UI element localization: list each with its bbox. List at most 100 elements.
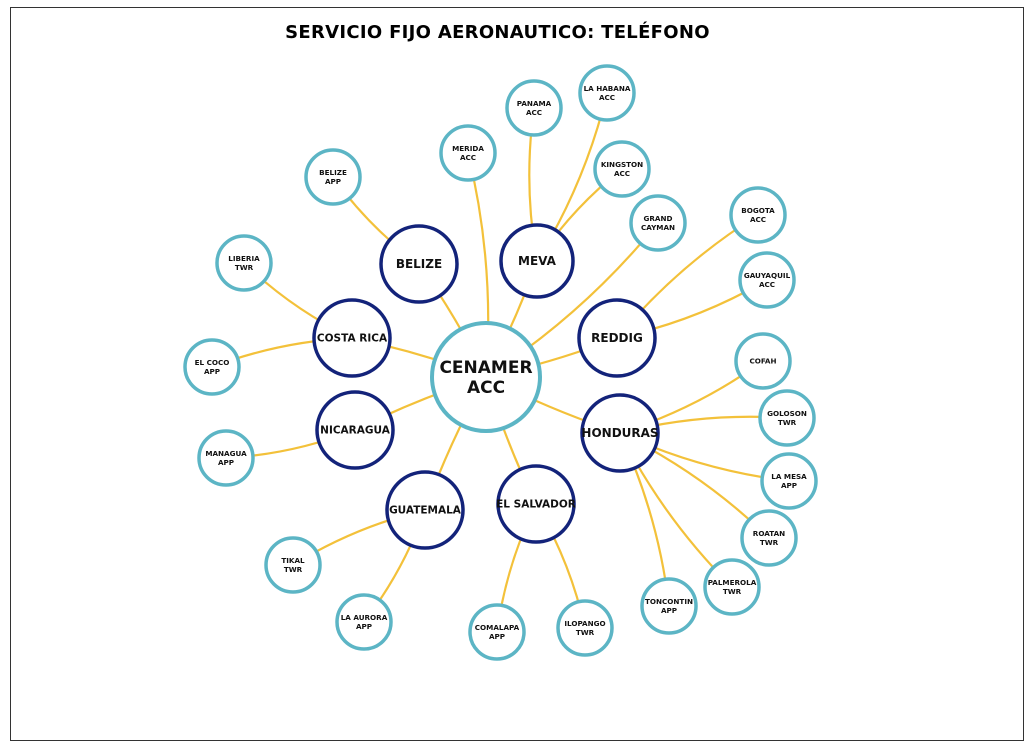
node-cofah-circle	[734, 332, 792, 390]
node-el-coco-app-label: APP	[204, 367, 220, 376]
node-el-salvador-label: EL SALVADOR	[496, 499, 576, 511]
node-grand-cayman-label: GRAND	[644, 214, 673, 223]
node-bogota-acc-label: ACC	[750, 215, 766, 224]
node-meva: MEVA	[499, 223, 575, 299]
node-nicaragua: NICARAGUA	[315, 390, 395, 470]
node-belize: BELIZE	[379, 224, 459, 304]
node-goloson-twr-label: GOLOSON	[767, 409, 807, 418]
node-cenamer-circle	[430, 321, 542, 433]
node-la-mesa-app-label: APP	[781, 481, 797, 490]
node-merida-acc-label: ACC	[460, 153, 476, 162]
node-comalapa-app-label: COMALAPA	[475, 623, 520, 632]
node-liberia-twr-circle	[215, 234, 273, 292]
node-tikal-twr-label: TIKAL	[281, 556, 305, 565]
node-cofah-label: COFAH	[749, 357, 776, 366]
node-meva-label: MEVA	[518, 254, 557, 268]
node-gauyaquil-acc-label: ACC	[759, 280, 775, 289]
node-toncontin-app-label: TONCONTIN	[645, 597, 693, 606]
node-ilopango-twr-label: TWR	[576, 628, 595, 637]
node-toncontin-app-circle	[640, 577, 698, 635]
node-goloson-twr-circle	[758, 389, 816, 447]
node-liberia-twr-label: LIBERIA	[228, 254, 260, 263]
node-belize-circle	[379, 224, 459, 304]
node-bogota-acc-label: BOGOTA	[741, 206, 775, 215]
node-toncontin-app-label: APP	[661, 606, 677, 615]
node-costa-rica: COSTA RICA	[312, 298, 392, 378]
node-roatan-twr-label: TWR	[760, 538, 779, 547]
node-honduras-label: HONDURAS	[581, 426, 658, 440]
node-managua-app-circle	[197, 429, 255, 487]
node-honduras-circle	[580, 393, 660, 473]
node-guatemala-circle	[385, 470, 465, 550]
node-ilopango-twr-label: ILOPANGO	[564, 619, 605, 628]
node-la-mesa-app-circle	[760, 452, 818, 510]
node-nicaragua-label: NICARAGUA	[320, 425, 391, 437]
node-cenamer-label: CENAMER	[439, 358, 532, 378]
node-cenamer-label: ACC	[467, 378, 505, 398]
node-la-habana-acc-circle	[578, 64, 636, 122]
node-la-aurora-app-circle	[335, 593, 393, 651]
node-belize-label: BELIZE	[396, 257, 442, 271]
node-el-salvador: EL SALVADOR	[496, 464, 576, 544]
node-la-habana-acc-label: ACC	[599, 93, 615, 102]
node-palmerola-twr-circle	[703, 558, 761, 616]
node-ilopango-twr-circle	[556, 599, 614, 657]
node-grand-cayman-circle	[629, 194, 687, 252]
node-el-salvador-circle	[496, 464, 576, 544]
node-managua-app-label: APP	[218, 458, 234, 467]
node-el-coco-app-label: EL COCO	[195, 358, 230, 367]
node-palmerola-twr-label: PALMEROLA	[708, 578, 757, 587]
node-la-mesa-app-label: LA MESA	[771, 472, 807, 481]
node-meva-circle	[499, 223, 575, 299]
page-title: SERVICIO FIJO AERONAUTICO: TELÉFONO	[285, 22, 710, 43]
node-kingston-acc-label: KINGSTON	[601, 160, 643, 169]
node-la-aurora-app-label: LA AURORA	[341, 613, 388, 622]
node-reddig-label: REDDIG	[591, 331, 643, 345]
node-kingston-acc-label: ACC	[614, 169, 630, 178]
node-costa-rica-circle	[312, 298, 392, 378]
node-liberia-twr-label: TWR	[235, 263, 254, 272]
node-kingston-acc-circle	[593, 140, 651, 198]
node-la-aurora-app-label: APP	[356, 622, 372, 631]
node-roatan-twr-circle	[740, 509, 798, 567]
node-roatan-twr-label: ROATAN	[753, 529, 785, 538]
node-merida-acc-label: MERIDA	[452, 144, 484, 153]
node-panama-acc-circle	[505, 79, 563, 137]
node-gauyaquil-acc-circle	[738, 251, 796, 309]
node-nicaragua-circle	[315, 390, 395, 470]
node-belize-app-label: BELIZE	[319, 168, 347, 177]
node-guatemala: GUATEMALA	[385, 470, 465, 550]
node-la-habana-acc-label: LA HABANA	[584, 84, 631, 93]
node-reddig: REDDIG	[577, 298, 657, 378]
node-guatemala-label: GUATEMALA	[389, 505, 462, 517]
node-costa-rica-label: COSTA RICA	[317, 333, 388, 345]
node-panama-acc-label: PANAMA	[517, 99, 552, 108]
node-belize-app-circle	[304, 148, 362, 206]
node-palmerola-twr-label: TWR	[723, 587, 742, 596]
node-managua-app-label: MANAGUA	[205, 449, 247, 458]
node-grand-cayman-label: CAYMAN	[641, 223, 675, 232]
node-honduras: HONDURAS	[580, 393, 660, 473]
